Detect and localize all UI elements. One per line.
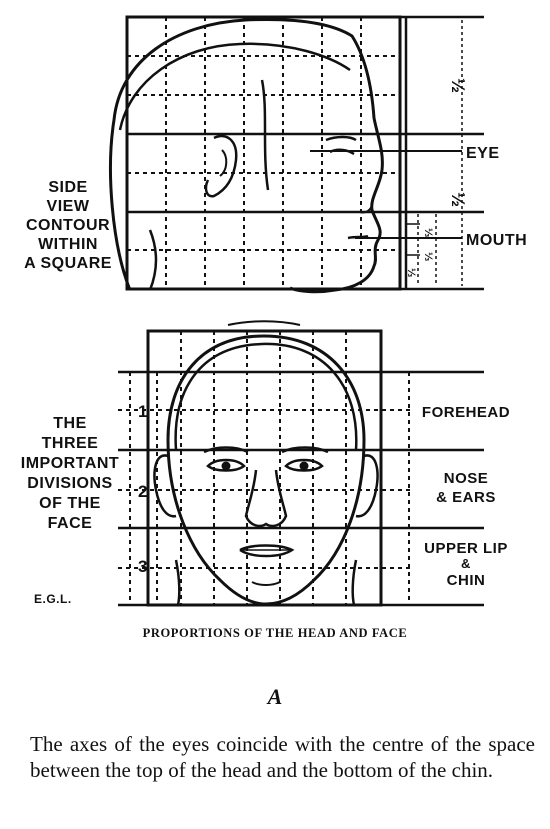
side-view-diagram	[109, 15, 484, 294]
small-fraction: ⅓	[422, 228, 434, 238]
division-name: CHIN	[447, 572, 486, 589]
front-label-line: FACE	[48, 515, 93, 532]
side-mouth	[347, 234, 369, 240]
front-nose	[244, 469, 288, 528]
front-view-diagram	[118, 320, 484, 607]
front-brow-left	[203, 446, 249, 454]
side-eye	[329, 148, 355, 156]
small-fraction: ⅓	[422, 252, 434, 262]
front-label-line: THREE	[42, 435, 99, 452]
division-name: NOSE	[444, 470, 489, 487]
side-grid-dotted	[127, 17, 400, 289]
front-ear-right	[355, 454, 379, 518]
front-eye-left	[206, 458, 246, 472]
mouth-label: MOUTH	[466, 232, 527, 249]
side-head-contour	[109, 18, 384, 294]
figure-letter: A	[267, 684, 283, 709]
signature: E.G.L.	[34, 592, 72, 606]
front-eye-right	[284, 458, 324, 472]
front-label-line: DIVISIONS	[27, 475, 112, 492]
front-label-line: IMPORTANT	[21, 455, 119, 472]
small-fraction: ⅓	[405, 268, 417, 278]
side-label-line: VIEW	[47, 198, 90, 215]
side-grid-solid	[127, 132, 484, 291]
division-name: UPPER LIP	[424, 540, 508, 557]
division-number: 2	[138, 482, 148, 501]
side-label-line: SIDE	[48, 179, 87, 196]
proportion-diagram: SIDE VIEW CONTOUR WITHIN A SQUARE ½ ½ ⅓ …	[21, 15, 527, 607]
division-number: 3	[138, 557, 148, 576]
front-brow-right	[281, 446, 329, 454]
body-paragraph: The axes of the eyes coincide with the c…	[30, 732, 535, 782]
side-square	[125, 15, 402, 291]
side-brow	[325, 135, 357, 142]
front-ear-left	[153, 454, 177, 518]
division-name: FOREHEAD	[422, 404, 510, 421]
side-label-line: WITHIN	[38, 236, 98, 253]
side-label-line: A SQUARE	[24, 255, 112, 272]
side-view-label: SIDE VIEW CONTOUR WITHIN A SQUARE	[24, 179, 112, 272]
division-number: 1	[138, 402, 148, 421]
division-name: & EARS	[436, 489, 496, 506]
fraction-lower: ½	[448, 192, 468, 208]
front-face-oval	[166, 334, 366, 606]
front-view-label: THE THREE IMPORTANT DIVISIONS OF THE FAC…	[21, 415, 119, 532]
fraction-upper: ½	[448, 78, 468, 94]
side-label-line: CONTOUR	[26, 217, 110, 234]
division-name: &	[461, 556, 471, 571]
eye-label: EYE	[466, 145, 500, 162]
side-nostril	[359, 205, 373, 214]
side-ear	[204, 134, 238, 198]
figure-caption: PROPORTIONS OF THE HEAD AND FACE	[142, 626, 408, 640]
front-label-line: OF THE	[39, 495, 101, 512]
front-label-line: THE	[53, 415, 87, 432]
